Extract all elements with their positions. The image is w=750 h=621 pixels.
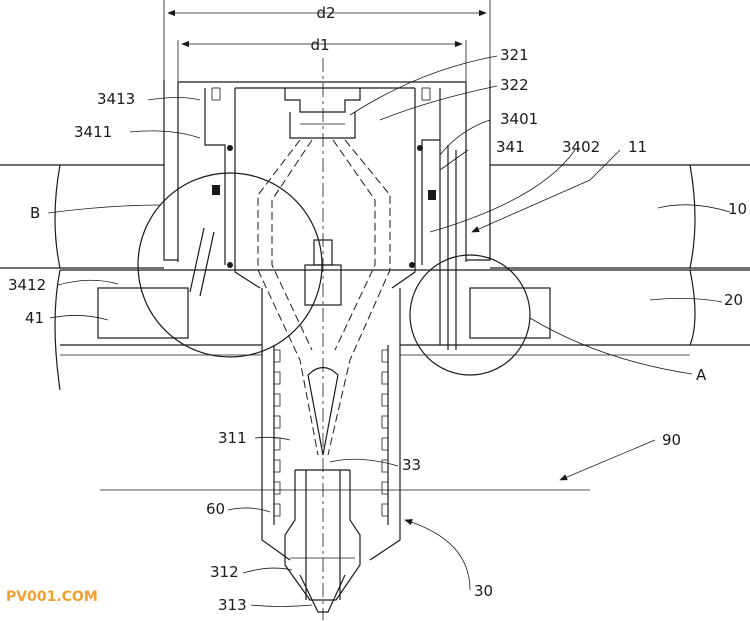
housing [163, 80, 491, 289]
watermark: PV001.COM [6, 589, 98, 605]
label-3413: 3413 [97, 90, 135, 108]
label-d2: d2 [316, 4, 335, 22]
label-10: 10 [728, 200, 747, 218]
dimension-d2 [163, 0, 491, 80]
label-311: 311 [218, 429, 247, 447]
label-90: 90 [662, 431, 681, 449]
label-41: 41 [25, 309, 44, 327]
label-d1: d1 [310, 36, 329, 54]
label-312: 312 [210, 563, 239, 581]
label-20: 20 [724, 291, 743, 309]
channels [257, 139, 391, 600]
label-B: B [30, 204, 40, 222]
label-11: 11 [628, 138, 647, 156]
label-3412: 3412 [8, 276, 46, 294]
detail-circle-A [409, 254, 531, 376]
labels: d2 d1 321 322 3413 3411 3401 3402 341 11… [8, 4, 747, 614]
plates [0, 164, 750, 391]
label-33: 33 [402, 456, 421, 474]
leader-lines [47, 55, 731, 607]
label-30: 30 [474, 582, 493, 600]
dimension-d1 [177, 40, 467, 82]
detail-circle-B [137, 172, 323, 358]
label-321: 321 [500, 46, 529, 64]
label-313: 313 [218, 596, 247, 614]
label-341: 341 [496, 138, 525, 156]
pipe-341 [189, 140, 457, 350]
label-3401: 3401 [500, 110, 538, 128]
nozzle [261, 288, 401, 613]
label-3402: 3402 [562, 138, 600, 156]
label-3411: 3411 [74, 123, 112, 141]
label-A: A [696, 366, 707, 384]
label-322: 322 [500, 76, 529, 94]
label-60: 60 [206, 500, 225, 518]
